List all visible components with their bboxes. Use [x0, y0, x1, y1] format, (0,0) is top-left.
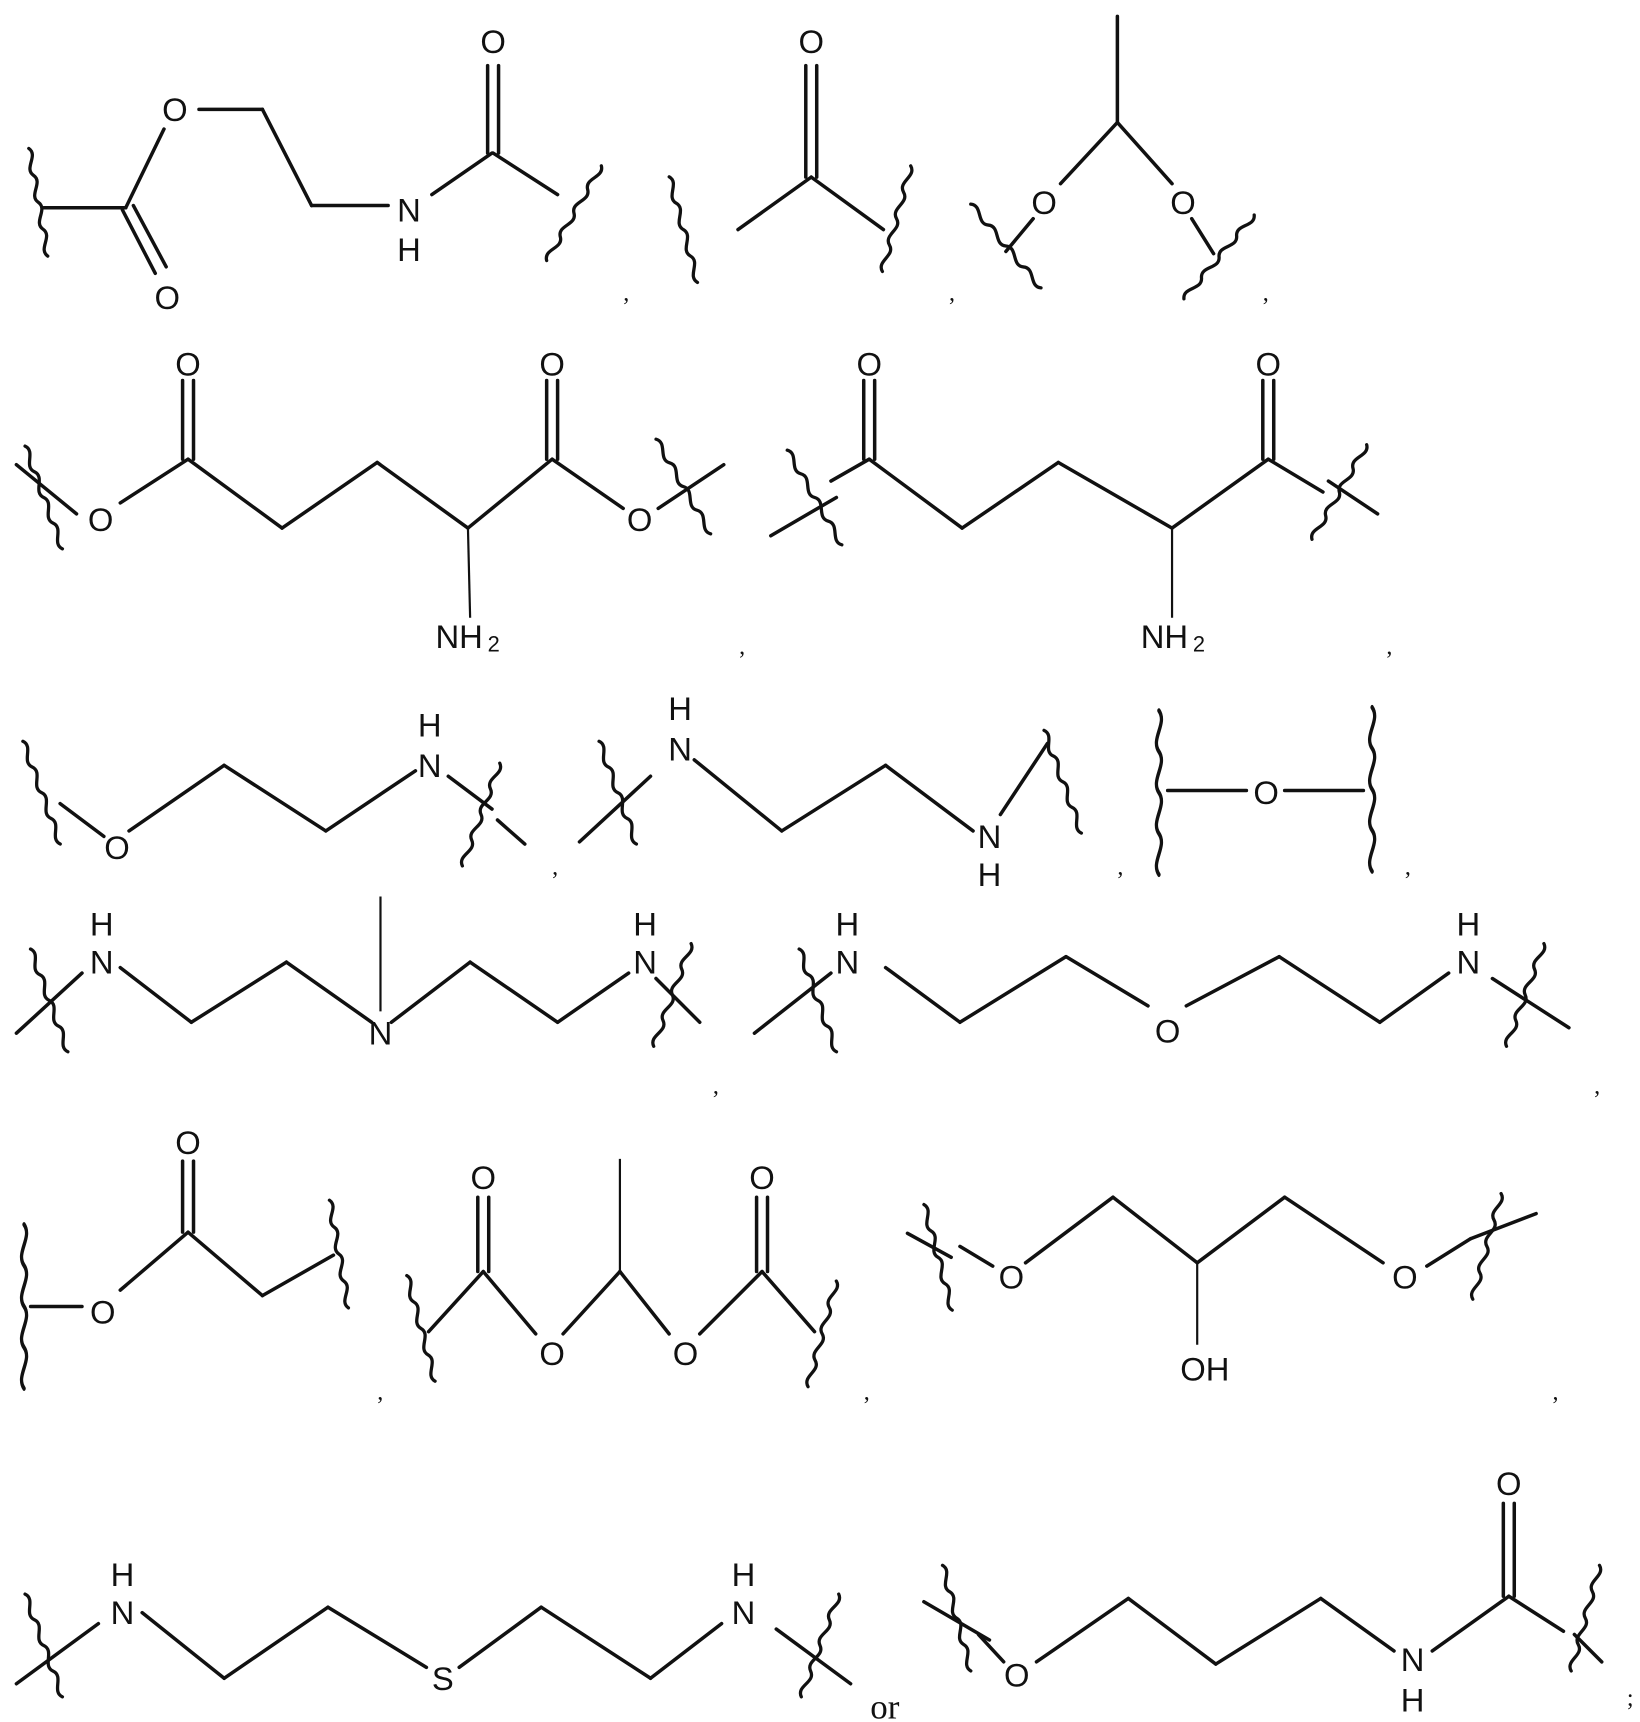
- atom-label: N: [978, 818, 1002, 855]
- atom-label: O: [539, 346, 565, 383]
- atom-label: O: [856, 346, 882, 383]
- separator: ,: [623, 281, 629, 307]
- atom-label: H: [90, 905, 114, 942]
- atom-label: O: [749, 1159, 775, 1196]
- atom-label: O: [539, 1335, 565, 1372]
- atom-label: N: [369, 1015, 393, 1052]
- structure-11: O O: [22, 1124, 353, 1389]
- atom-label: N: [111, 1594, 135, 1631]
- structure-5: O O NH 2: [769, 346, 1380, 657]
- atom-label: H: [1457, 905, 1481, 942]
- atom-label: O: [90, 1294, 116, 1331]
- atom-label: N: [397, 191, 421, 228]
- atom-subscript: 2: [1193, 632, 1205, 657]
- final-mark: ;: [1627, 1686, 1634, 1712]
- separator: ,: [1263, 281, 1269, 307]
- atom-label: O: [480, 23, 506, 60]
- separator: ,: [377, 1379, 383, 1405]
- separator: ,: [1594, 1073, 1600, 1099]
- atom-label: O: [175, 1124, 201, 1161]
- separator: ,: [552, 855, 558, 881]
- atom-label: N: [633, 944, 657, 981]
- separator: ,: [1405, 855, 1411, 881]
- atom-label: H: [397, 231, 421, 268]
- atom-label: O: [1496, 1465, 1522, 1502]
- atom-label: H: [1401, 1682, 1425, 1719]
- atom-label: S: [432, 1660, 454, 1697]
- structure-6: O N H: [18, 706, 527, 869]
- atom-label: O: [155, 279, 181, 316]
- separator: ,: [864, 1379, 870, 1405]
- atom-label: H: [732, 1556, 756, 1593]
- separator: ,: [713, 1073, 719, 1099]
- atom-label: O: [627, 501, 653, 538]
- structure-3: O O: [967, 14, 1258, 303]
- separator: ,: [1386, 634, 1392, 660]
- structure-14: N H S N H: [14, 1556, 853, 1700]
- structure-10: N H O N H: [752, 905, 1571, 1055]
- atom-label: O: [1155, 1013, 1181, 1050]
- atom-label: N: [1457, 944, 1481, 981]
- atom-label: O: [162, 91, 188, 128]
- atom-label: O: [175, 346, 201, 383]
- atom-label: N: [90, 944, 114, 981]
- atom-label: O: [1392, 1259, 1418, 1296]
- structure-7: N H N H: [577, 690, 1086, 893]
- structure-4: O O O O NH 2: [14, 346, 726, 657]
- separator: ,: [949, 281, 955, 307]
- atom-label: H: [835, 905, 859, 942]
- atom-label: N: [835, 944, 859, 981]
- atom-label: O: [1253, 774, 1279, 811]
- atom-label: H: [418, 706, 442, 743]
- atom-label: H: [633, 905, 657, 942]
- atom-label: N: [418, 747, 442, 784]
- atom-label: O: [1004, 1656, 1030, 1693]
- atom-label: O: [1031, 184, 1057, 221]
- atom-label: O: [1256, 346, 1282, 383]
- separator: ,: [739, 634, 745, 660]
- structure-1: O O N H O: [24, 23, 606, 316]
- atom-label: O: [88, 501, 114, 538]
- atom-label: O: [673, 1335, 699, 1372]
- atom-label: NH: [1141, 618, 1188, 655]
- separator: ,: [1553, 1379, 1559, 1405]
- conjunction-or: or: [870, 1688, 899, 1722]
- atom-label: N: [1401, 1641, 1425, 1678]
- atom-label: O: [104, 829, 130, 866]
- structure-12: O O O O: [402, 1158, 841, 1389]
- atom-label: O: [999, 1259, 1025, 1296]
- atom-label: NH: [436, 618, 483, 655]
- atom-label: H: [978, 856, 1002, 893]
- atom-label: O: [798, 23, 824, 60]
- structure-15: O N H O: [922, 1465, 1604, 1719]
- atom-subscript: 2: [488, 632, 500, 657]
- structure-2: O: [665, 23, 915, 285]
- atom-label: OH: [1180, 1350, 1229, 1387]
- atom-label: O: [1170, 184, 1196, 221]
- structure-8: O: [1156, 707, 1374, 874]
- atom-label: N: [732, 1594, 756, 1631]
- atom-label: O: [470, 1159, 496, 1196]
- atom-label: N: [668, 730, 692, 767]
- structure-13: O O OH: [905, 1191, 1538, 1387]
- separator: ,: [1117, 855, 1123, 881]
- structure-9: N H N N H: [14, 896, 702, 1055]
- atom-label: H: [668, 690, 692, 727]
- atom-label: H: [111, 1556, 135, 1593]
